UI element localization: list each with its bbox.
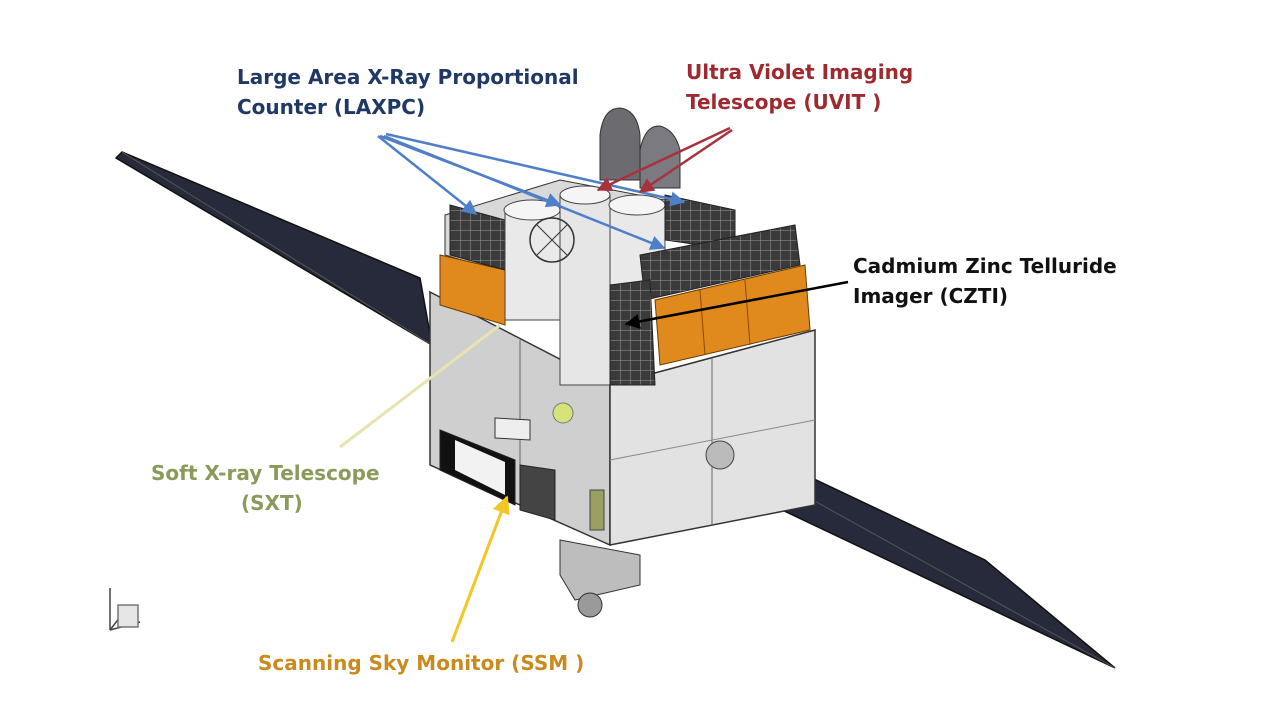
czti-arrow <box>624 280 849 329</box>
label-ssm-line1: Scanning Sky Monitor (SSM ) <box>258 651 585 675</box>
label-uvit: Ultra Violet Imaging Telescope (UVIT ) <box>686 57 913 117</box>
label-laxpc-line1: Large Area X-Ray Proportional <box>237 65 579 89</box>
label-laxpc-line2: Counter (LAXPC) <box>237 95 426 119</box>
solar-panel-left <box>114 151 434 347</box>
ssm-arrow <box>450 495 510 643</box>
sxt-line <box>339 323 501 449</box>
label-sxt-line1: Soft X-ray Telescope <box>151 461 380 485</box>
label-laxpc: Large Area X-Ray Proportional Counter (L… <box>237 62 579 122</box>
label-czti-line2: Imager (CZTI) <box>853 284 1009 308</box>
axis-triad-icon <box>109 588 141 631</box>
label-sxt: Soft X-ray Telescope (SXT) <box>151 458 380 518</box>
label-uvit-line2: Telescope (UVIT ) <box>686 90 882 114</box>
uvit-arrows <box>596 126 733 194</box>
spacecraft-body <box>429 107 816 618</box>
label-ssm: Scanning Sky Monitor (SSM ) <box>258 648 584 678</box>
label-czti: Cadmium Zinc Telluride Imager (CZTI) <box>853 251 1117 311</box>
label-sxt-line2: (SXT) <box>241 491 303 515</box>
label-czti-line1: Cadmium Zinc Telluride <box>853 254 1117 278</box>
label-uvit-line1: Ultra Violet Imaging <box>686 60 914 84</box>
laxpc-arrows <box>377 132 686 250</box>
